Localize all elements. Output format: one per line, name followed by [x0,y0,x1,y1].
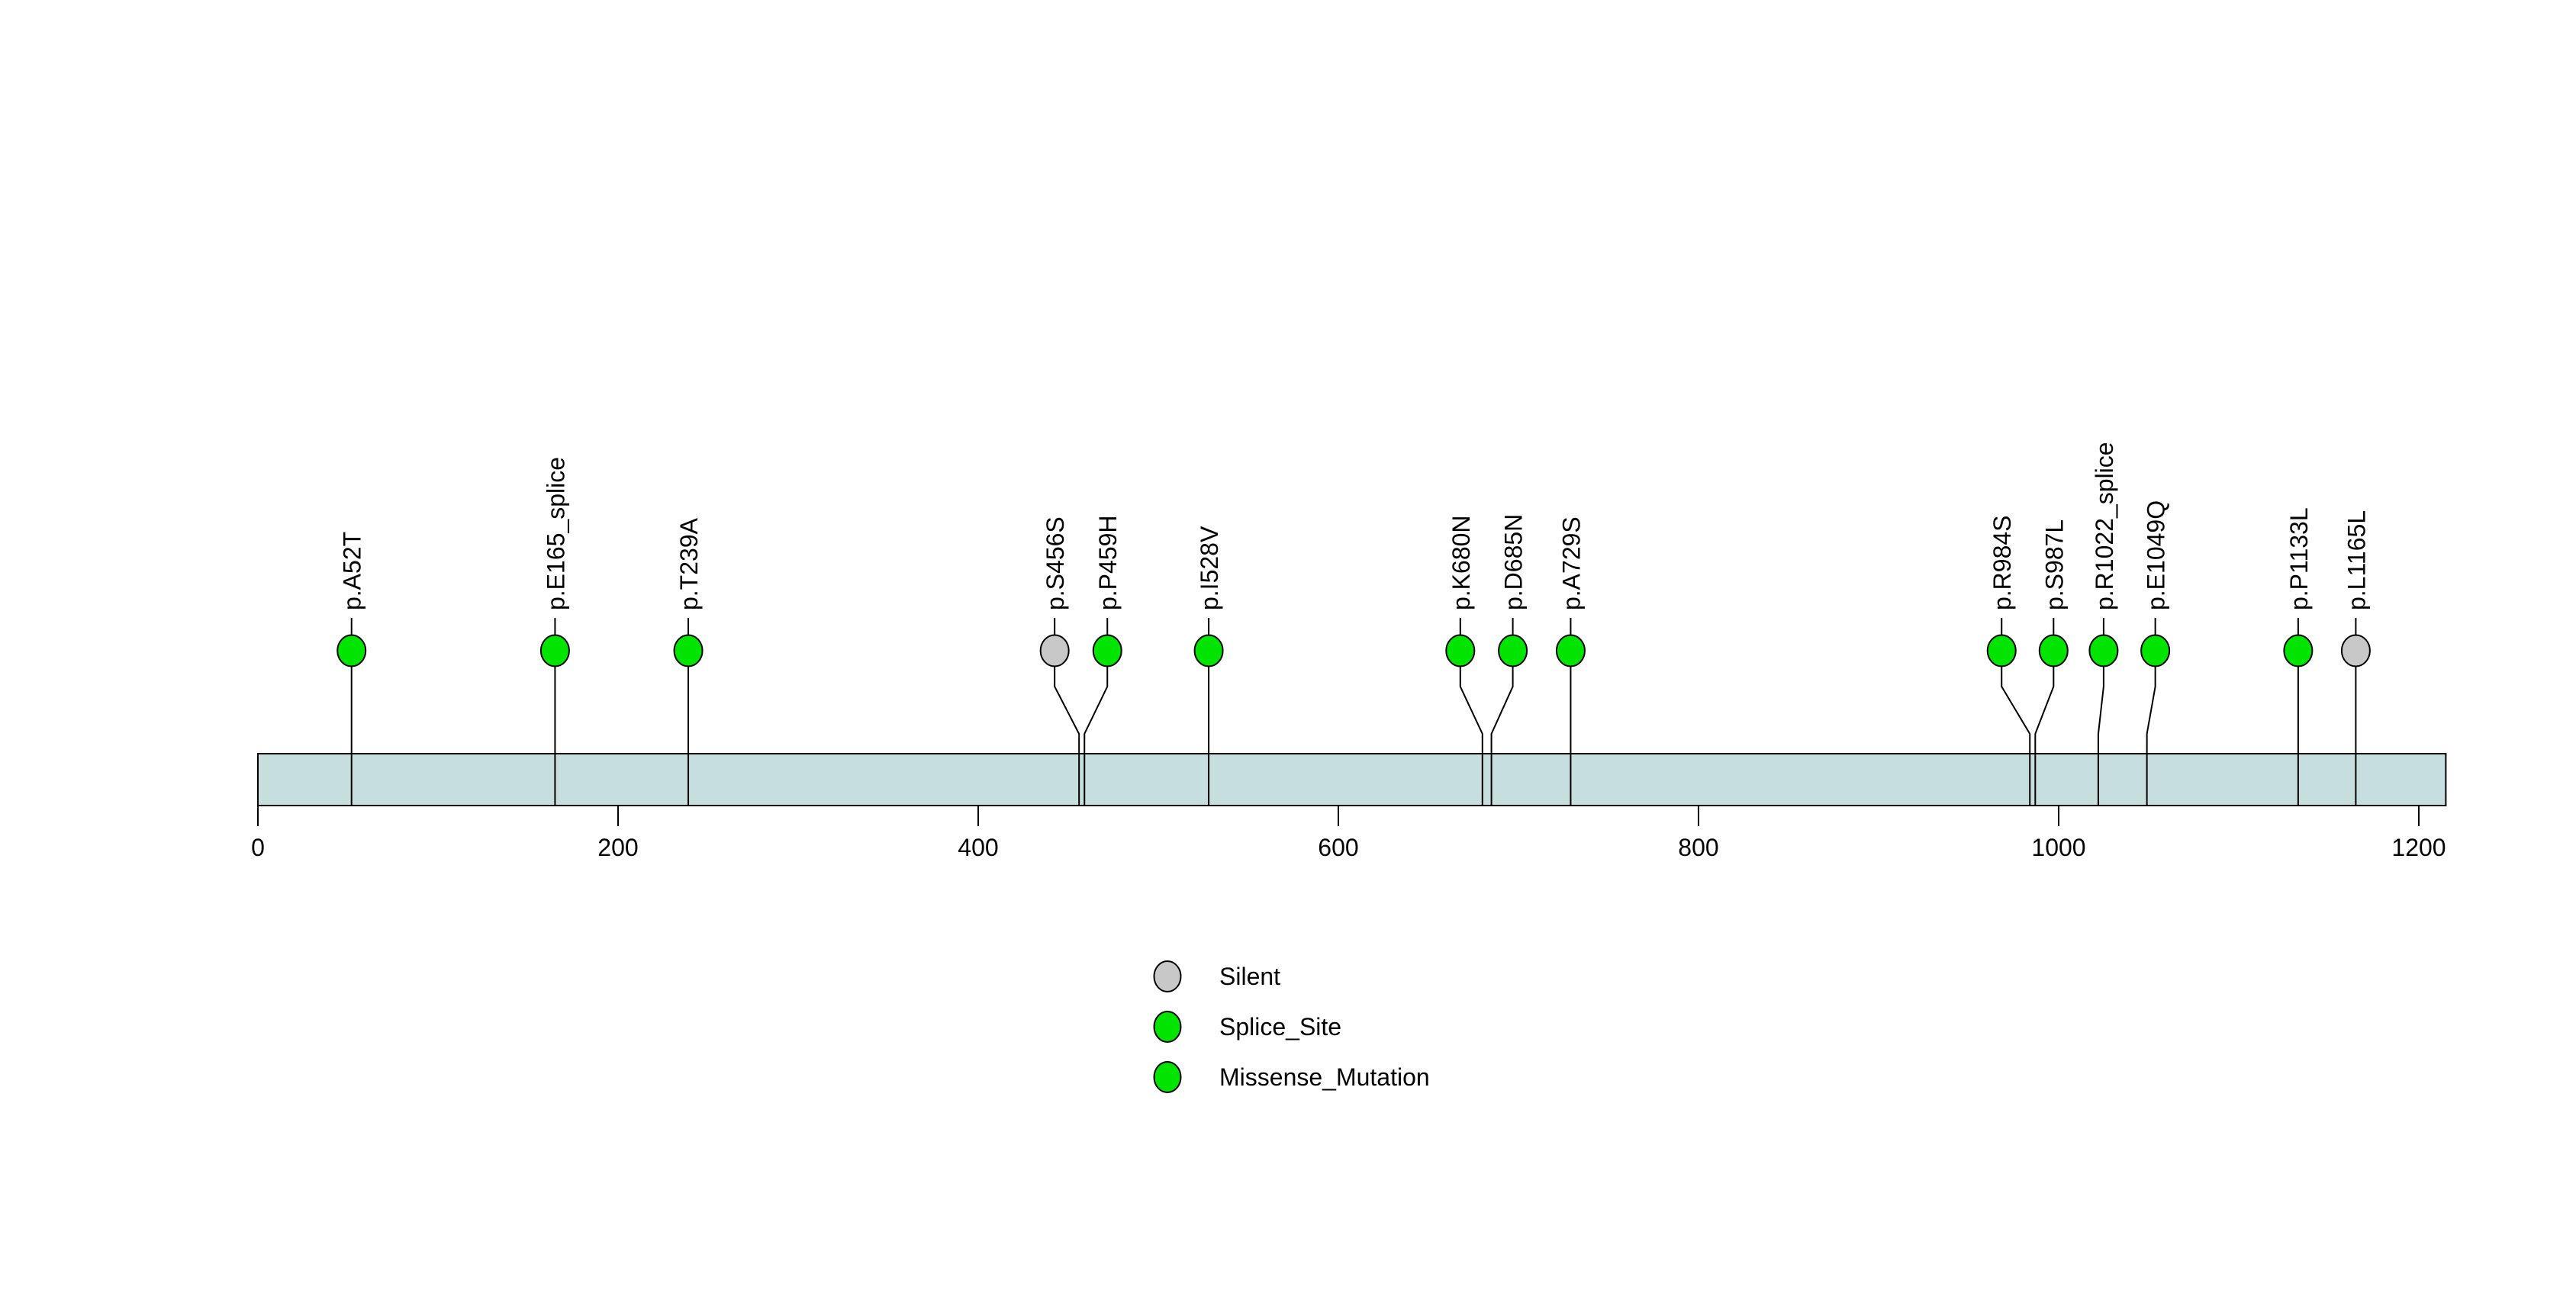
mutation-marker [1193,634,1224,667]
legend-marker [1153,960,1182,992]
axis-tick-label: 1200 [2391,834,2446,861]
mutation-marker [1498,634,1528,667]
legend-marker [1153,1011,1182,1043]
mutation-label: p.E1049Q [2143,500,2170,610]
mutation-label: p.E165_splice [542,457,569,610]
lollipop-marker-layer [336,634,2371,667]
mutation-label: p.P459H [1094,515,1122,610]
axis-tick-label: 200 [597,834,638,861]
mutation-label: p.K680N [1447,515,1475,610]
axis-tick-label: 1000 [2031,834,2085,861]
axis-tick-label: 0 [251,834,265,861]
mutation-label: p.A729S [1557,516,1585,610]
axis-tick-label: 600 [1318,834,1358,861]
mutation-label: p.R1022_splice [2091,442,2118,610]
mutation-label: p.S456S [1042,516,1069,610]
mutation-label: p.L1165L [2343,510,2370,610]
legend-label: Splice_Site [1219,1013,1341,1041]
mutation-marker [1092,634,1122,667]
mutation-label: p.D685N [1500,514,1528,610]
mutation-label: p.A52T [339,532,366,610]
legend-label: Missense_Mutation [1219,1063,1430,1091]
mutation-marker [2340,634,2371,667]
mutation-marker [336,634,367,667]
protein-bar [257,753,2447,806]
mutation-marker [1555,634,1586,667]
mutation-marker [2283,634,2314,667]
mutation-marker [539,634,570,667]
mutation-marker [1445,634,1476,667]
legend-label: Silent [1219,963,1280,990]
mutation-marker [2088,634,2119,667]
mutation-label: p.I528V [1196,526,1223,610]
mutation-marker [1986,634,2017,667]
mutation-label: p.P1133L [2285,507,2313,610]
axis-tick-label: 400 [958,834,998,861]
mutation-label: p.S987L [2040,519,2068,610]
legend-marker [1153,1061,1182,1093]
protein-bar-layer [257,753,2447,806]
mutation-marker [1039,634,1070,667]
axis-tick-label: 800 [1678,834,1718,861]
mutation-marker [673,634,704,667]
x-axis-layer: 0 200 400 600 800 1000 1200 [251,806,2446,861]
mutation-label: p.T239A [675,517,703,610]
mutation-label: p.R984S [1988,515,2016,610]
mutation-label-layer: p.A52T p.E165_splice p.T239A p.S456S p.P459H… [339,442,2371,610]
mutation-marker [2140,634,2171,667]
mutation-marker [2038,634,2069,667]
